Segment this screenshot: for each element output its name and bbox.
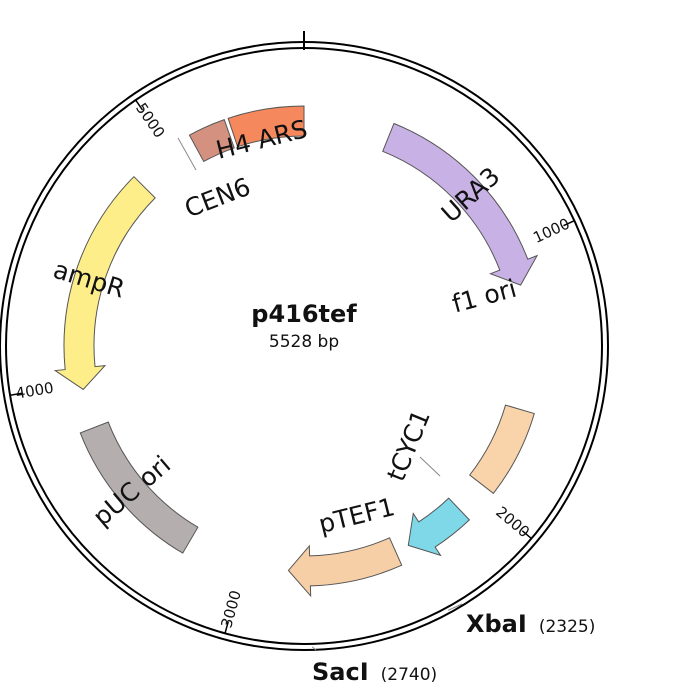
feature-label-cen6: CEN6 <box>181 172 255 223</box>
feature-ampr[interactable] <box>53 175 156 391</box>
feature-cen6[interactable] <box>188 118 235 163</box>
tick-label-1000: 1000 <box>530 215 572 247</box>
site-name-saci: SacI <box>312 658 369 686</box>
feature-puc-ori[interactable] <box>79 421 199 554</box>
tick-label-5000: 5000 <box>132 100 168 142</box>
plasmid-length: 5528 bp <box>269 332 339 352</box>
tick-label-3000: 3000 <box>217 588 244 630</box>
feature-ptef1[interactable] <box>287 537 403 598</box>
sites-layer: XbaI (2325) SacI (2740) <box>311 603 595 686</box>
site-name-xbai: XbaI <box>466 610 527 638</box>
feature-label-tcyc1: tCYC1 <box>381 406 436 486</box>
leader-tcyc1 <box>419 456 441 477</box>
site-leader-saci <box>311 646 317 651</box>
tick-3000 <box>224 621 229 634</box>
feature-label-ptef1: pTEF1 <box>316 492 398 539</box>
feature-h4-ars[interactable] <box>227 105 305 148</box>
site-label-xbai[interactable]: XbaI (2325) <box>466 610 595 638</box>
feature-ura3[interactable] <box>382 122 539 286</box>
tick-label-4000: 4000 <box>14 379 55 403</box>
tick-5000 <box>135 99 144 111</box>
site-leader-xbai <box>447 603 463 611</box>
tick-2000 <box>521 530 532 540</box>
feature-label-f1-ori: f1 ori <box>449 274 519 319</box>
feature-tcyc1[interactable] <box>407 497 471 557</box>
feature-f1-ori[interactable] <box>469 404 535 495</box>
leader-cen6 <box>177 137 197 171</box>
plasmid-name: p416tef <box>251 300 357 328</box>
site-position-xbai: (2325) <box>539 617 596 637</box>
site-label-saci[interactable]: SacI (2740) <box>312 658 437 686</box>
site-position-saci: (2740) <box>381 665 438 685</box>
tick-4000 <box>9 392 23 396</box>
tick-1000 <box>563 219 575 227</box>
